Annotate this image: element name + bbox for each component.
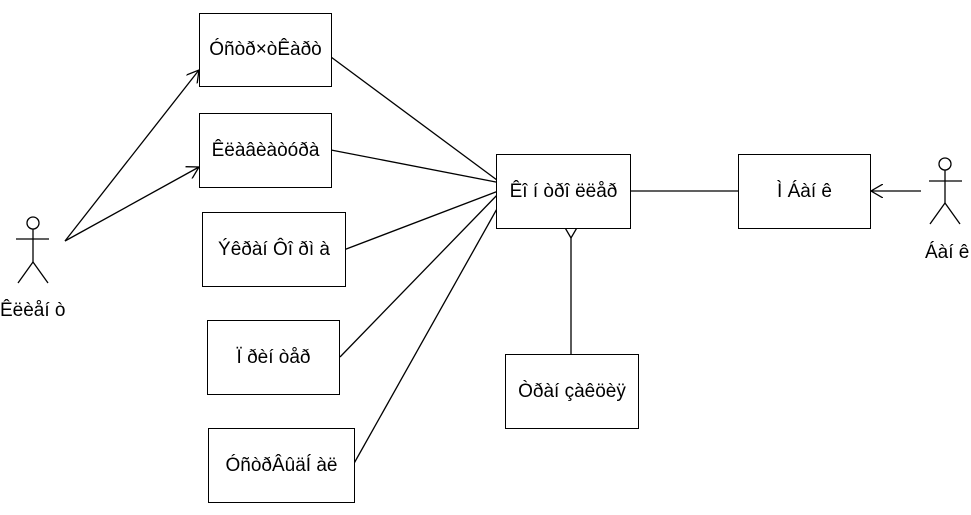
box-top[interactable]: Óñòð×òÊàðò <box>199 13 332 87</box>
box-calculator[interactable]: Êëàâèàòóðà <box>199 113 332 188</box>
link-box-top-central <box>330 56 502 184</box>
arrow-actor-to-box-calculator <box>64 167 199 242</box>
box-modem[interactable]: Ì Áàí ê <box>738 154 871 229</box>
right-actor-label: Áàí ê <box>925 242 970 263</box>
box-printer[interactable]: Ï ðèí òåð <box>207 320 340 395</box>
link-box-screen-central <box>340 189 502 252</box>
link-box-calculator-central <box>330 149 502 184</box>
link-box-printer-central <box>339 190 502 358</box>
link-box-dispenser-central <box>351 190 508 468</box>
box-central[interactable]: Êî í òðî ëëåð <box>496 154 631 229</box>
box-transaction[interactable]: Òðàí çàêöèÿ <box>505 354 639 429</box>
left-actor-figure <box>16 216 49 284</box>
right-actor-figure <box>929 157 962 225</box>
box-dispenser[interactable]: ÓñòðÂûäÍ àë <box>208 428 355 503</box>
arrow-actor-to-box-top <box>64 70 199 242</box>
box-screen[interactable]: Ýêðàí Ôî ðì à <box>202 212 346 287</box>
left-actor-label: Êëèåí ò <box>0 300 66 321</box>
